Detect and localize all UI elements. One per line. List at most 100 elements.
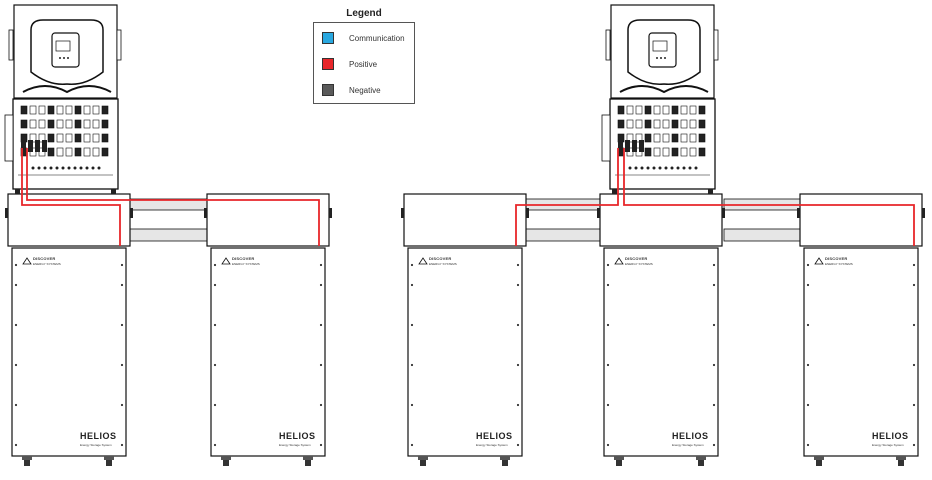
inverter-terminal [689,147,697,157]
inverter-button-icon [660,57,662,59]
battery-screw [213,263,217,267]
battery-screw [120,283,124,287]
battery-screw [806,443,810,447]
battery-screw [516,263,520,267]
inverter-side-bracket [4,114,14,162]
battery-tab-right [526,208,529,218]
battery-screw [712,283,716,287]
inverter-terminal-screw [31,166,35,170]
inverter-terminal [680,147,688,157]
inverter-terminal-screw [694,166,698,170]
battery-brand-label: DISCOVER [429,256,452,261]
busbar-lower [127,228,208,242]
inverter-button-icon [59,57,61,59]
battery-model-label: HELIOS [872,431,909,441]
battery-screw [213,323,217,327]
battery-model-label: HELIOS [279,431,316,441]
battery-screw [14,443,18,447]
battery-foot-screw [420,460,426,466]
inverter-screen [648,32,677,68]
busbar-lower [723,228,801,242]
inverter-button-icon [63,57,65,59]
battery-screw [120,443,124,447]
battery-lid [403,193,527,247]
battery-brand-sub-label: ENERGY SYSTEMS [429,262,457,266]
battery-screw [606,323,610,327]
inverter-terminal [74,105,82,115]
inverter-breaker [42,140,47,152]
inverter-terminal [47,133,55,143]
inverter-terminal [644,133,652,143]
inverter-terminal [698,119,706,129]
inverter-terminal-screw [676,166,680,170]
busbar-lower [525,228,601,242]
battery-screw [319,323,323,327]
inverter-terminal [83,119,91,129]
inverter-handle-left [605,29,611,61]
battery-logo-icon [221,257,231,265]
battery-foot [614,456,624,460]
battery-lid [799,193,923,247]
battery-foot [303,456,313,460]
battery-model-label: HELIOS [672,431,709,441]
inverter-terminal [617,105,625,115]
inverter-terminal [20,105,28,115]
battery-brand-label: DISCOVER [33,256,56,261]
communication-swatch [322,32,334,44]
inverter-terminal [29,119,37,129]
inverter-terminal-screw [652,166,656,170]
battery-tab-left [797,208,800,218]
battery-foot [221,456,231,460]
battery-screw [516,283,520,287]
inverter-terminal-screw [646,166,650,170]
inverter-terminal [65,147,73,157]
battery-foot [104,456,114,460]
battery-body [803,247,919,457]
legend-label-communication: Communication [349,33,405,43]
battery-screw [120,323,124,327]
inverter-terminal-screw [67,166,71,170]
battery-model-label: HELIOS [476,431,513,441]
battery-foot [22,456,32,460]
inverter-terminal [635,105,643,115]
inverter-terminal [101,119,109,129]
inverter-terminal [662,119,670,129]
battery-body [603,247,719,457]
inverter-terminal [74,147,82,157]
inverter-terminal [689,105,697,115]
inverter-terminal [653,133,661,143]
inverter-breaker [618,140,623,152]
battery-screw [319,263,323,267]
battery-screw [806,283,810,287]
battery-screw [606,263,610,267]
inverter-terminal [689,119,697,129]
positive-wire-b2 [623,148,915,246]
battery-screw [516,363,520,367]
inverter-terminal-screw [55,166,59,170]
battery-brand-sub-label: ENERGY SYSTEMS [232,262,260,266]
battery-tab-left [5,208,8,218]
inverter-terminal-screw [85,166,89,170]
inverter-terminal [698,133,706,143]
battery-tab-left [597,208,600,218]
battery-screw [213,443,217,447]
battery-body [210,247,326,457]
positive-wire-b1 [515,148,619,246]
battery-screw [213,403,217,407]
legend-label-negative: Negative [349,85,381,95]
legend-item-negative: Negative [322,83,381,97]
battery-model-label: HELIOS [80,431,117,441]
inverter-terminal [644,147,652,157]
battery-screw [912,283,916,287]
inverter-terminal [680,133,688,143]
inverter-foot [15,189,20,194]
inverter-foot [612,189,617,194]
battery-brand-label: DISCOVER [625,256,648,261]
battery-screw [912,323,916,327]
battery-screw [410,403,414,407]
battery-screw [912,403,916,407]
battery-screw [14,403,18,407]
inverter-handle-right [116,29,122,61]
battery-screw [806,363,810,367]
